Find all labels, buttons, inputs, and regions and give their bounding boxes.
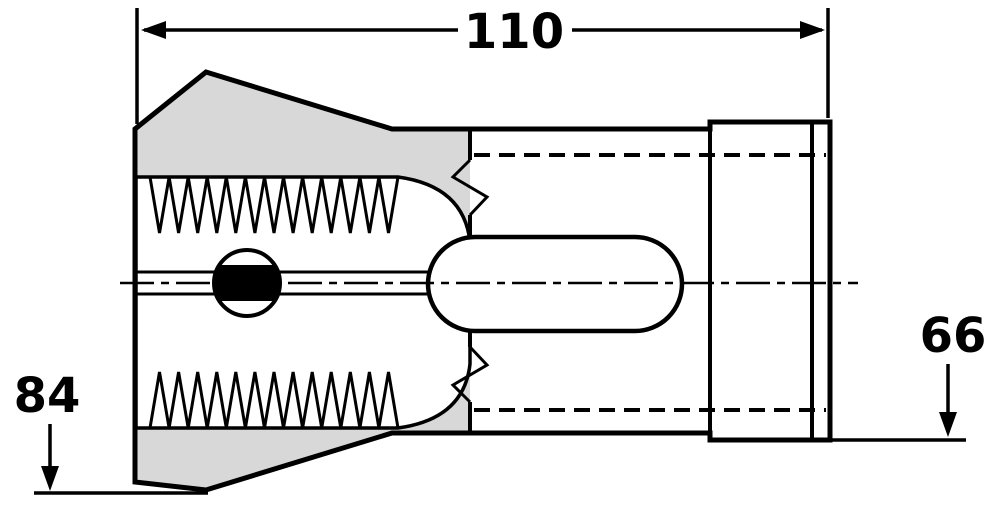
threaded-bore — [134, 175, 472, 430]
dimension-length-label: 110 — [464, 4, 564, 60]
arrowhead-down-84-icon — [41, 466, 59, 491]
dimension-front-diameter-label: 84 — [14, 368, 81, 424]
dimension-diameter-84: 84 — [14, 368, 208, 495]
arrowhead-left-icon — [141, 21, 166, 39]
dimension-rear-diameter-label: 66 — [920, 308, 987, 364]
thread-profile-bottom — [148, 371, 400, 429]
dimension-length-110: 110 — [135, 4, 830, 124]
thread-profile-top — [148, 176, 400, 234]
arrowhead-right-icon — [800, 21, 825, 39]
dimension-diameter-66: 66 — [830, 308, 987, 442]
arrowhead-down-66-icon — [939, 412, 957, 437]
